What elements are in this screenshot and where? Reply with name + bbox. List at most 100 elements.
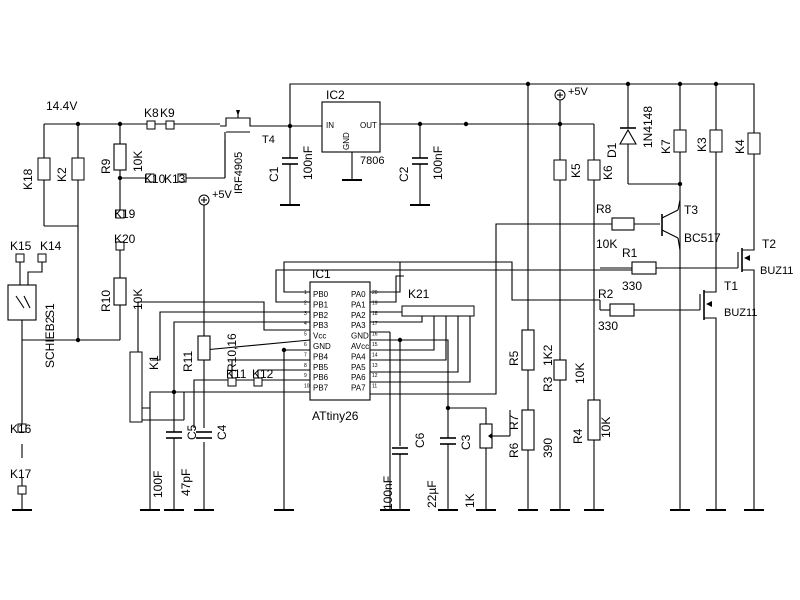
ic1-pin-pa2: PA2	[351, 311, 366, 320]
pad-k4	[747, 132, 761, 155]
pad-k21	[401, 305, 475, 317]
ic1-pin-pa7: PA7	[351, 384, 366, 393]
ic1-pin-num: 5	[304, 332, 307, 338]
pad-k12	[253, 377, 263, 387]
resistor-r5	[521, 329, 535, 371]
c2-label: C2	[397, 166, 411, 182]
r4-value: 10K	[599, 417, 613, 438]
c3-value: 22µF	[425, 480, 439, 508]
r4-label: R4	[571, 428, 585, 444]
ic1-pin-gnd: GND	[351, 332, 369, 341]
pad-k14	[37, 253, 47, 263]
pad-k13	[177, 173, 187, 183]
pad-k17	[17, 485, 27, 495]
connector-pads: K8 K9 K10 K13 K18 K2 K15 K14 K19 K20 K16…	[10, 106, 761, 495]
ic1-pin-num: 19	[372, 300, 378, 306]
resistors: R9 10K R10 10K R11 R10,16 R5 R7 390 R3 1…	[99, 143, 657, 458]
ic1-pin-pa3: PA3	[351, 321, 366, 330]
ic1-pin-num: 17	[372, 321, 378, 327]
r2-label: R2	[598, 287, 614, 301]
c5-value: 100F	[151, 471, 165, 498]
c5-label: C5	[185, 424, 199, 440]
ic1-pin-num: 1	[304, 290, 307, 296]
transistor-t3: T3 BC517	[661, 199, 721, 251]
ic1-pin-pb5: PB5	[313, 363, 329, 372]
resistor-r10	[113, 277, 127, 306]
ic1-pin-pb7: PB7	[313, 384, 329, 393]
ic1-pin-num: 9	[304, 373, 307, 379]
k7-label: K7	[659, 139, 673, 154]
r3-value: 1K2	[541, 344, 555, 366]
vplus-label-left: +5V	[212, 189, 233, 201]
ic1-microcontroller: IC1 ATtiny26 PB01PB12PB23PB34Vcc5GND6PB4…	[304, 267, 378, 423]
ic1-pin-num: 14	[372, 352, 378, 358]
pad-k7	[673, 129, 687, 153]
ic1-pin-num: 8	[304, 363, 307, 369]
r10-value: 10K	[131, 289, 145, 310]
k15-label: K15	[10, 239, 32, 253]
ic1-pin-num: 6	[304, 342, 307, 348]
ic1-pin-pb0: PB0	[313, 290, 329, 299]
r4-value-top: 10K	[573, 363, 587, 384]
k10-label: K10	[144, 172, 166, 186]
resistor-r11	[197, 335, 211, 361]
k16-label: K16	[10, 422, 32, 436]
r11-label: R11	[181, 351, 195, 372]
r9-value: 10K	[131, 151, 145, 172]
r7-label: R7	[507, 414, 521, 430]
s1-label: S1	[43, 303, 57, 318]
d1-label: D1	[605, 142, 619, 158]
t3-value: BC517	[684, 231, 721, 245]
t2-value: BUZ11	[760, 265, 793, 277]
ic1-pin-num: 15	[372, 342, 378, 348]
r6-label: R6	[507, 442, 521, 458]
resistor-r4	[587, 399, 601, 441]
ic2-gnd-label: GND	[342, 132, 351, 150]
vplus-symbol-left: +5V	[198, 189, 233, 206]
t1-value: BUZ11	[724, 307, 757, 319]
transistor-t2: T2 BUZ11	[737, 237, 793, 277]
r2-value: 330	[598, 319, 618, 333]
c2-value: 100nF	[431, 146, 445, 180]
pad-k16	[17, 423, 27, 433]
r1-label: R1	[622, 246, 638, 260]
pad-k1	[129, 351, 143, 423]
c6-label: C6	[413, 432, 427, 448]
ground-symbols	[12, 179, 764, 511]
k11-label: K11	[226, 367, 247, 381]
pad-k18	[37, 157, 51, 181]
r3-label: R3	[541, 376, 555, 392]
k19-label: K19	[114, 207, 136, 221]
pad-k6	[587, 159, 601, 181]
t4-name: T4	[262, 134, 275, 146]
r11-value: R10,16	[225, 333, 239, 372]
ic1-pin-num: 16	[372, 332, 378, 338]
t3-label: T3	[684, 203, 698, 217]
t2-label: T2	[762, 237, 776, 251]
ic2-regulator: IC2 IN OUT GND 7806	[321, 88, 384, 167]
ic2-name: IC2	[326, 88, 345, 102]
ic1-pin-num: 2	[304, 300, 307, 306]
k6-label: K6	[601, 165, 615, 180]
c3-label: C3	[459, 434, 473, 450]
ic1-pin-pb2: PB2	[313, 311, 329, 320]
ic1-name: IC1	[312, 267, 331, 281]
ic1-pin-pa0: PA0	[351, 290, 366, 299]
r5-label: R5	[507, 350, 521, 366]
ic1-pin-num: 11	[372, 384, 377, 390]
k5-label: K5	[569, 163, 583, 178]
r10-label: R10	[99, 290, 113, 312]
r1-value: 330	[622, 279, 642, 293]
switch-s1: S1 SCHIEB2	[7, 284, 57, 368]
ic1-pin-num: 18	[372, 311, 378, 317]
d1-value: 1N4148	[641, 106, 655, 148]
k20-label: K20	[114, 232, 136, 246]
ic1-pin-num: 13	[372, 363, 378, 369]
k3-label: K3	[695, 137, 709, 152]
vplus-label-right: +5V	[568, 86, 589, 98]
t4-part: IRF4905	[233, 152, 245, 194]
capacitors: C1 100nF C2 100nF 100F C5 47pF C4 100nF …	[151, 146, 473, 510]
ic1-pin-num: 4	[304, 321, 307, 327]
